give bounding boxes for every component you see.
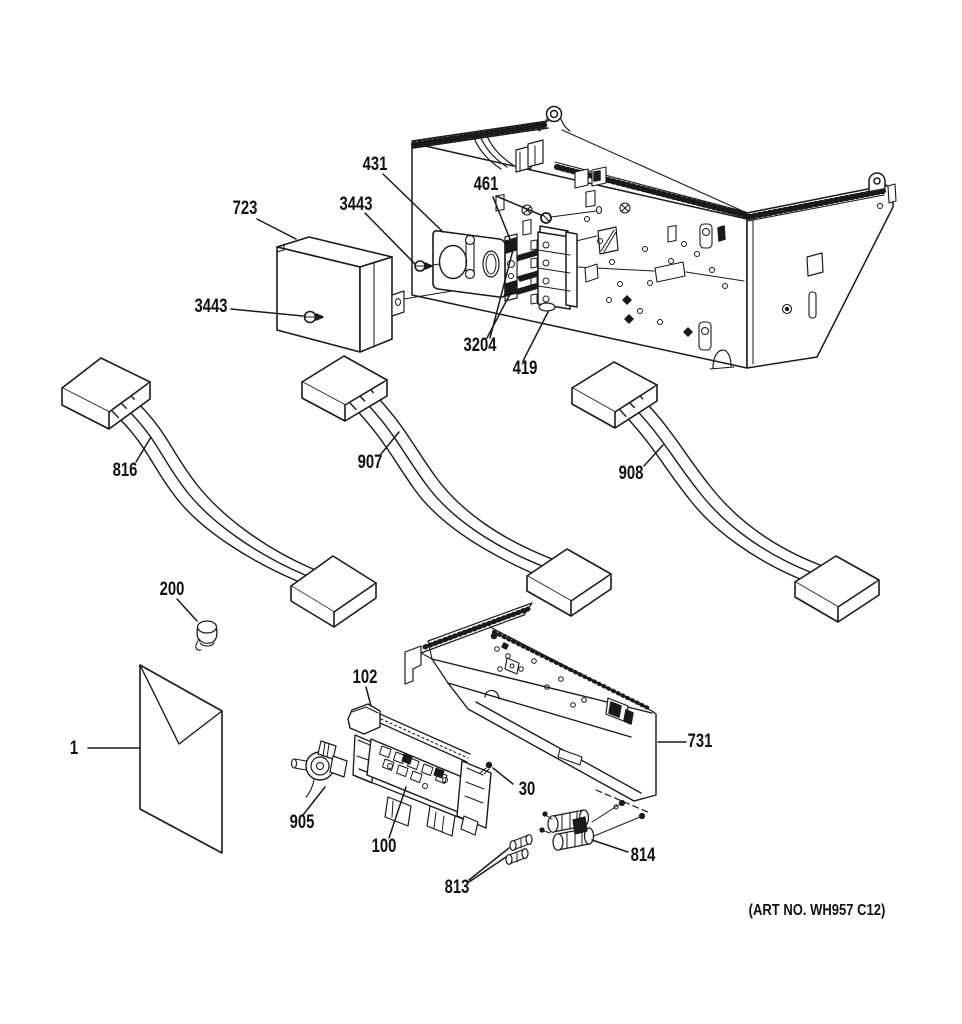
- callout-100-label: 100: [371, 836, 397, 857]
- callout-leader-lines: [87, 173, 687, 883]
- cover-723-drawing: [276, 236, 405, 353]
- callout-102-label: 102: [352, 667, 378, 688]
- literature-envelope-drawing: [139, 664, 223, 854]
- rear-cover-731-drawing: [404, 602, 657, 814]
- callout-461-label: 461: [473, 174, 499, 195]
- callout-908-label: 908: [618, 463, 644, 484]
- callout-731-label: 731: [687, 731, 713, 752]
- callout-30-label: 30: [518, 779, 536, 800]
- callout-814-label: 814: [630, 845, 656, 866]
- control-panel-bracket-drawing: [411, 105, 897, 370]
- callout-419-label: 419: [512, 358, 538, 379]
- switch-814-drawing: [539, 799, 646, 851]
- art-number-label: (ART NO. WH957 C12): [748, 902, 886, 919]
- callout-3443-left-label: 3443: [194, 296, 228, 317]
- harness-908-drawing: [571, 361, 880, 623]
- callout-431-label: 431: [362, 154, 388, 175]
- switch-419-and-plate-431-drawing: [403, 205, 603, 312]
- harness-816-drawing: [61, 357, 377, 628]
- harness-907-drawing: [301, 355, 612, 617]
- callout-905-label: 905: [289, 812, 315, 833]
- callout-816-label: 816: [112, 460, 138, 481]
- callout-1-label: 1: [69, 738, 79, 759]
- callout-3443-top-label: 3443: [339, 194, 373, 215]
- callout-3204-label: 3204: [463, 335, 497, 356]
- callout-907-label: 907: [357, 452, 383, 473]
- terminals-813-drawing: [505, 834, 533, 865]
- callout-723-label: 723: [232, 198, 258, 219]
- callout-200-label: 200: [159, 579, 185, 600]
- grommet-200-drawing: [195, 620, 218, 651]
- control-board-assembly-drawing: [290, 703, 493, 837]
- callout-813-label: 813: [444, 877, 470, 898]
